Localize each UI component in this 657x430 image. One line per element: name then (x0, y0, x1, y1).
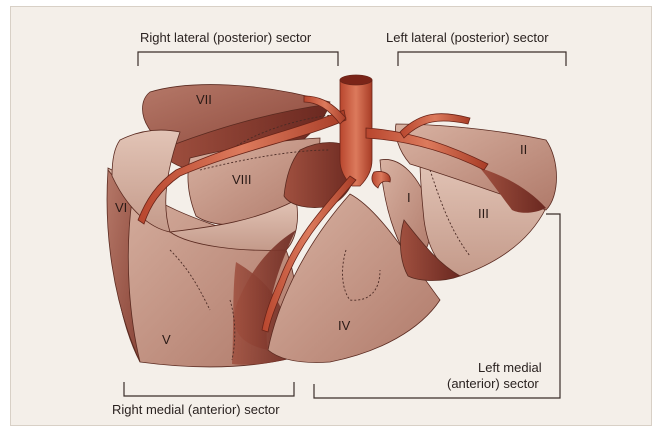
segment-label-vi: VI (115, 200, 127, 215)
segment-label-viii: VIII (232, 172, 252, 187)
label-right-lateral-sector: Right lateral (posterior) sector (140, 30, 311, 45)
segment-label-vii: VII (196, 92, 212, 107)
bracket-left-lateral (398, 52, 566, 66)
bracket-right-lateral (138, 52, 338, 66)
segment-label-v: V (162, 332, 171, 347)
segment-label-ii: II (520, 142, 527, 157)
segment-label-iv: IV (338, 318, 350, 333)
bracket-right-medial (124, 382, 294, 396)
segment-label-i: I (407, 190, 411, 205)
label-left-lateral-sector: Left lateral (posterior) sector (386, 30, 549, 45)
label-left-medial-sector-line2: (anterior) sector (447, 376, 539, 391)
segment-label-iii: III (478, 206, 489, 221)
label-right-medial-sector: Right medial (anterior) sector (112, 402, 280, 417)
label-left-medial-sector-line1: Left medial (478, 360, 542, 375)
